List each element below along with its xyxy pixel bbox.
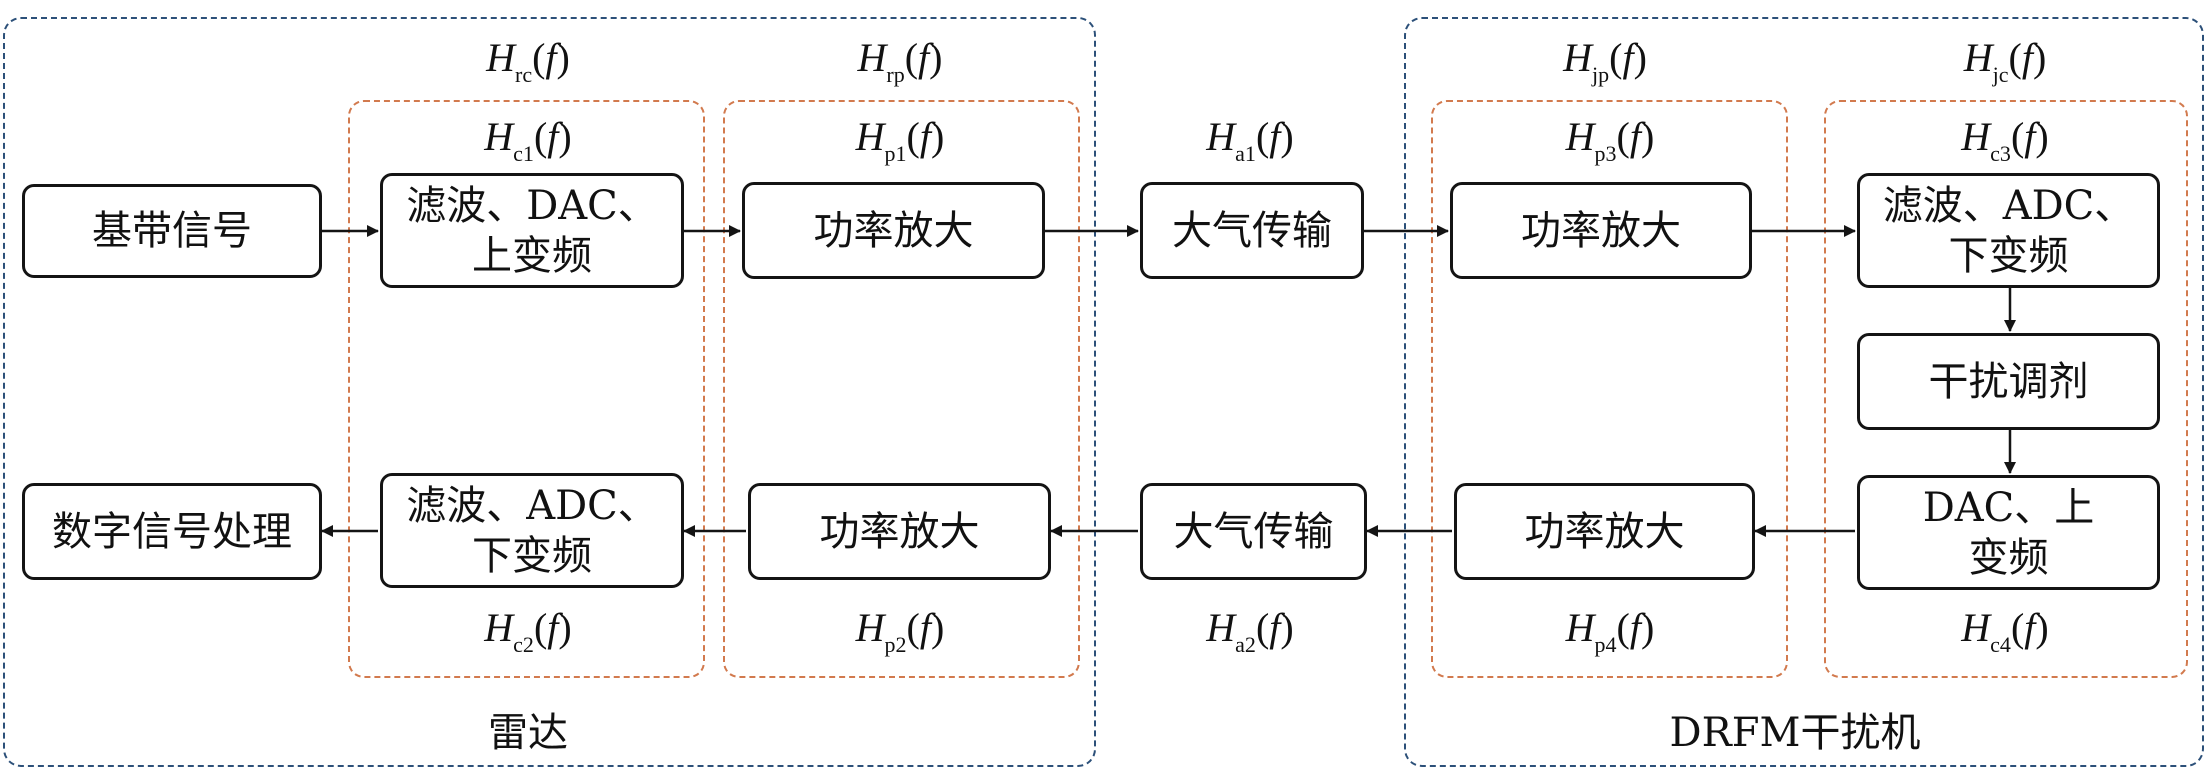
tf-hc4: Hc4(f) [1961,605,2049,657]
atmosphere-forward-block: 大气传输 [1140,182,1364,279]
jammer-converter-group [1824,100,2188,678]
radar-rx-power-amp-block: 功率放大 [748,483,1051,580]
tf-hjc: Hjc(f) [1963,35,2047,87]
radar-rx-filter-adc-downconvert-block: 滤波、ADC、 下变频 [380,473,684,588]
radar-converter-group [348,100,705,678]
atmosphere-return-block: 大气传输 [1140,483,1367,580]
tf-hc3: Hc3(f) [1961,114,2049,166]
jammer-tx-dac-upconvert-block: DAC、上 变频 [1857,475,2160,590]
jammer-pa-group [1431,100,1788,678]
radar-pa-group [723,100,1080,678]
radar-label: 雷达 [488,710,568,756]
tf-hrp: Hrp(f) [857,35,943,87]
jammer-group [1404,17,2204,767]
radar-tx-power-amp-block: 功率放大 [742,182,1045,279]
tf-hp1: Hp1(f) [855,114,945,166]
tf-ha2: Ha2(f) [1206,605,1294,657]
tf-hp3: Hp3(f) [1565,114,1655,166]
tf-ha1: Ha1(f) [1206,114,1294,166]
radar-group [3,17,1096,767]
digital-signal-processing-block: 数字信号处理 [22,483,322,580]
jammer-rx-filter-adc-downconvert-block: 滤波、ADC、 下变频 [1857,173,2160,288]
jammer-tx-power-amp-block: 功率放大 [1454,483,1755,580]
jammer-rx-power-amp-block: 功率放大 [1450,182,1752,279]
tf-hjp: Hjp(f) [1563,35,1647,87]
jammer-label: DRFM干扰机 [1669,710,1921,756]
jamming-modulation-block: 干扰调剂 [1857,333,2160,430]
baseband-signal-block: 基带信号 [22,184,322,278]
tf-hc1: Hc1(f) [484,114,572,166]
radar-tx-filter-dac-upconvert-block: 滤波、DAC、 上变频 [380,173,684,288]
tf-hrc: Hrc(f) [486,35,570,87]
tf-hp2: Hp2(f) [855,605,945,657]
tf-hp4: Hp4(f) [1565,605,1655,657]
tf-hc2: Hc2(f) [484,605,572,657]
